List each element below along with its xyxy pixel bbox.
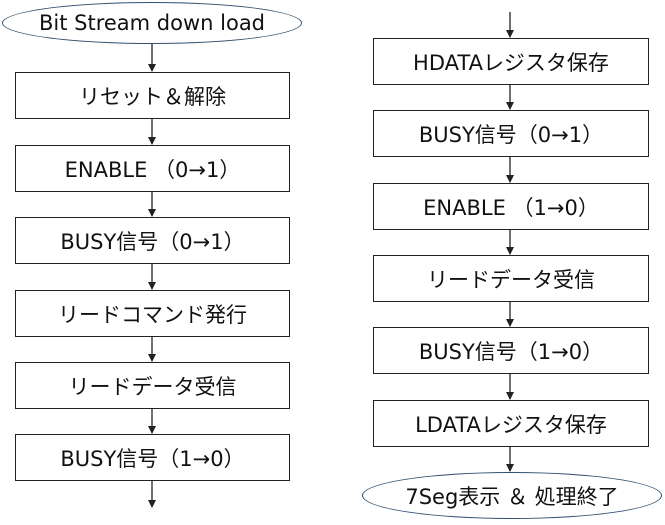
end-terminal: 7Seg表示 ＆ 処理終了 [362, 472, 662, 519]
step-read-command: リードコマンド発行 [15, 290, 290, 337]
step-busy-0-1: BUSY信号（0→1） [15, 217, 290, 264]
step-enable-0-1: ENABLE （0→1） [15, 145, 290, 192]
step-reset: リセット＆解除 [15, 72, 290, 119]
step-hdata-save: HDATAレジスタ保存 [373, 38, 649, 85]
step-ldata-save: LDATAレジスタ保存 [373, 400, 649, 447]
step-read-data-receive-right: リードデータ受信 [373, 255, 649, 302]
step-read-data-receive: リードデータ受信 [15, 362, 290, 409]
step-busy-1-0: BUSY信号（1→0） [15, 434, 290, 481]
step-enable-1-0: ENABLE （1→0） [373, 183, 649, 230]
step-busy-1-0-right: BUSY信号（1→0） [373, 327, 649, 374]
step-busy-0-1-right: BUSY信号（0→1） [373, 110, 649, 157]
start-terminal: Bit Stream down load [2, 2, 302, 44]
